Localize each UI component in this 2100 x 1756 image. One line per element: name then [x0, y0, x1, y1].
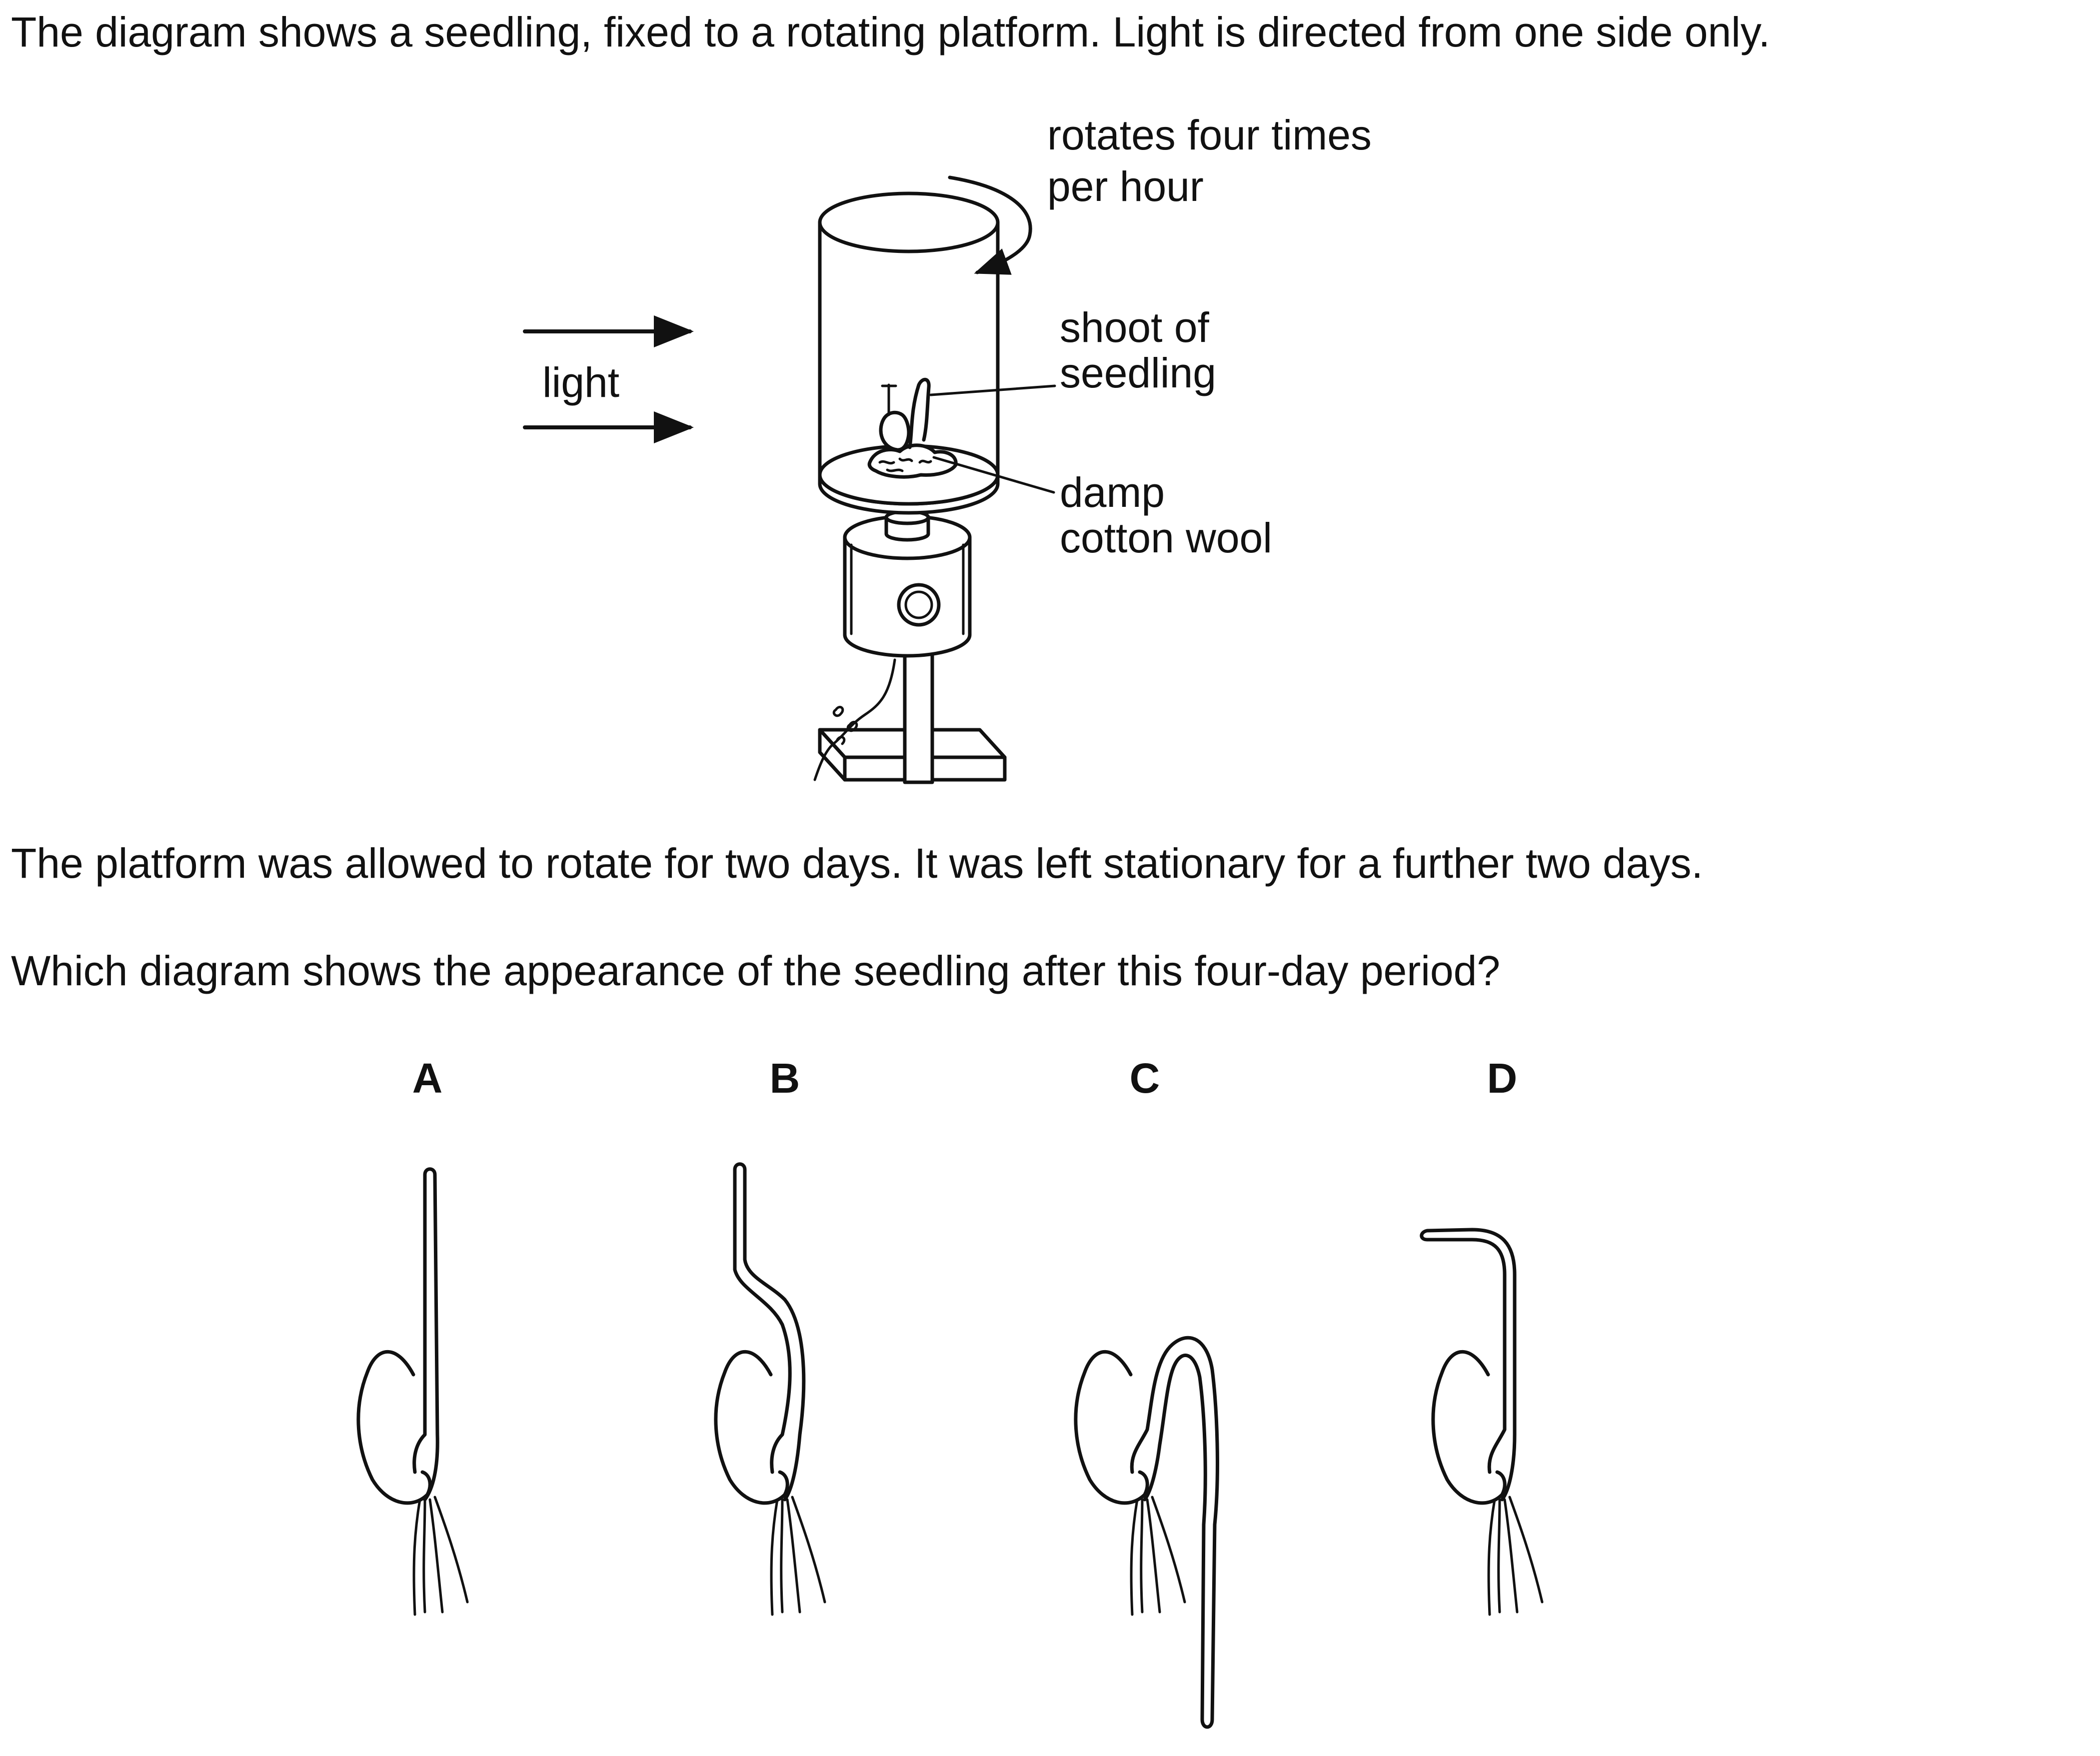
option-c-roots — [1130, 1496, 1186, 1616]
cotton-leader-line — [932, 456, 1055, 494]
intro-text: The diagram shows a seedling, fixed to a… — [11, 8, 1770, 55]
option-d-seed — [1431, 1350, 1507, 1505]
option-b-label[interactable]: B — [769, 1055, 800, 1102]
option-d-roots — [1487, 1496, 1544, 1616]
rotation-label: rotates four times per hour — [1047, 112, 1372, 209]
motor-knob-inner — [904, 590, 933, 619]
rotation-label-line1: rotates four times — [1047, 111, 1372, 158]
option-c-shoot — [1130, 1336, 1219, 1729]
option-d-label[interactable]: D — [1487, 1055, 1518, 1102]
option-b-roots — [770, 1496, 826, 1616]
option-a-label[interactable]: A — [412, 1055, 443, 1102]
shoot-label: shoot of seedling — [1060, 305, 1216, 395]
shoot-leader-line — [929, 384, 1056, 396]
option-c-seedling[interactable] — [1074, 1336, 1219, 1729]
wire-coil — [832, 706, 858, 745]
option-a-roots — [412, 1496, 469, 1616]
statement-text: The platform was allowed to rotate for t… — [11, 840, 1703, 887]
clinostat-apparatus — [813, 175, 1056, 784]
option-b-shoot — [733, 1162, 806, 1502]
cotton-label-line2: cotton wool — [1060, 514, 1272, 561]
option-a-shoot — [412, 1167, 439, 1502]
option-d-seedling[interactable] — [1420, 1228, 1544, 1616]
option-b-seedling[interactable] — [714, 1162, 826, 1616]
cotton-label-line1: damp — [1060, 469, 1165, 516]
shoot-label-line2: seedling — [1060, 349, 1216, 396]
option-a-seedling[interactable] — [356, 1167, 469, 1616]
option-b-seed — [714, 1350, 789, 1505]
shoot — [908, 377, 931, 449]
question-prompt: Which diagram shows the appearance of th… — [11, 947, 1501, 994]
rotation-label-line2: per hour — [1047, 162, 1204, 210]
shoot-label-line1: shoot of — [1060, 304, 1209, 351]
option-c-seed — [1074, 1350, 1149, 1505]
seed-pin — [881, 383, 897, 416]
light-label: light — [542, 359, 620, 406]
rotation-arrow — [948, 175, 1032, 275]
power-wire — [813, 658, 896, 781]
cotton-label: damp cotton wool — [1060, 470, 1272, 560]
light-arrows — [523, 315, 694, 443]
option-c-label[interactable]: C — [1129, 1055, 1160, 1102]
option-d-shoot — [1420, 1228, 1517, 1502]
option-a-seed — [356, 1350, 432, 1505]
seed — [879, 410, 911, 452]
